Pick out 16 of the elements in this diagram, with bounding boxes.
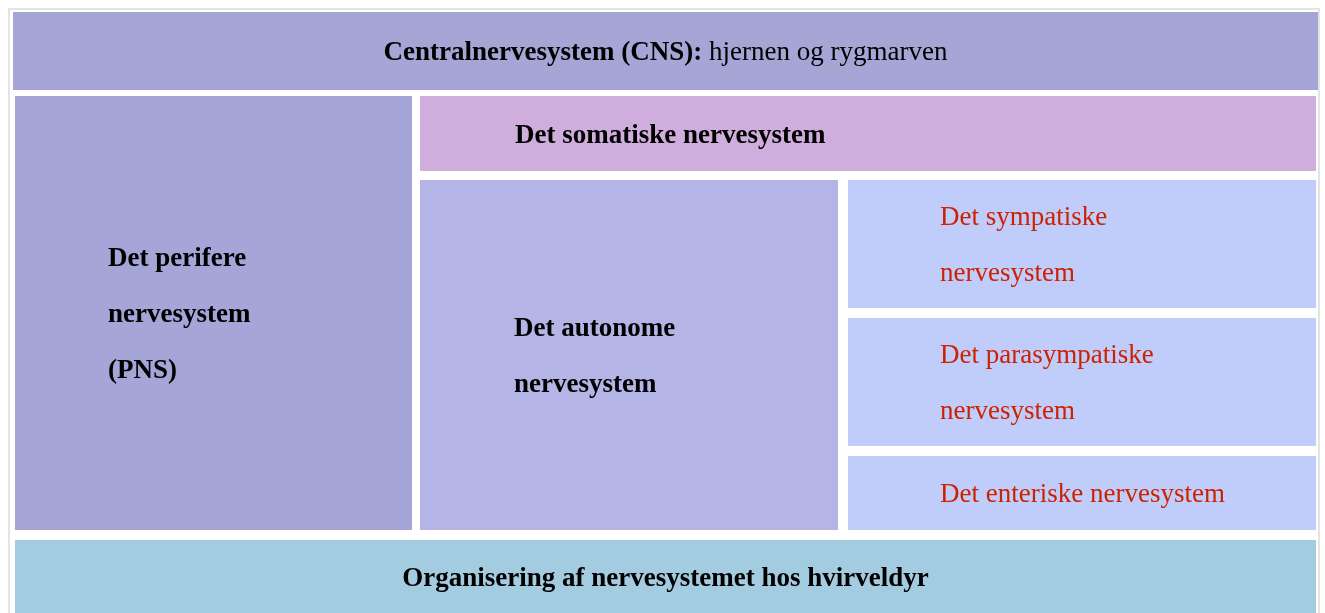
- caption-band: [15, 540, 1316, 613]
- subdivision-box: [848, 318, 1316, 446]
- category-box: [420, 96, 1316, 171]
- subdivision-box: [848, 456, 1316, 530]
- subdivision-box: [848, 180, 1316, 308]
- category-box: [15, 96, 412, 530]
- box-label: Det somatiske nervesystem: [515, 117, 826, 151]
- box-label: Det autonome nervesystem: [514, 311, 677, 400]
- box-label: Det parasympatiske nervesystem: [940, 338, 1155, 427]
- box-label: Organisering af nervesystemet hos hvirveldyr: [402, 560, 929, 594]
- box-label: Det enteriske nervesystem: [940, 477, 1225, 510]
- category-box: [420, 180, 838, 530]
- box-label: Det sympatiske nervesystem: [940, 200, 1109, 289]
- header-band: [13, 12, 1318, 90]
- box-label: Centralnervesystem (CNS): hjernen og rygmarven: [383, 35, 948, 68]
- box-label: Det perifere nervesystem (PNS): [108, 241, 252, 386]
